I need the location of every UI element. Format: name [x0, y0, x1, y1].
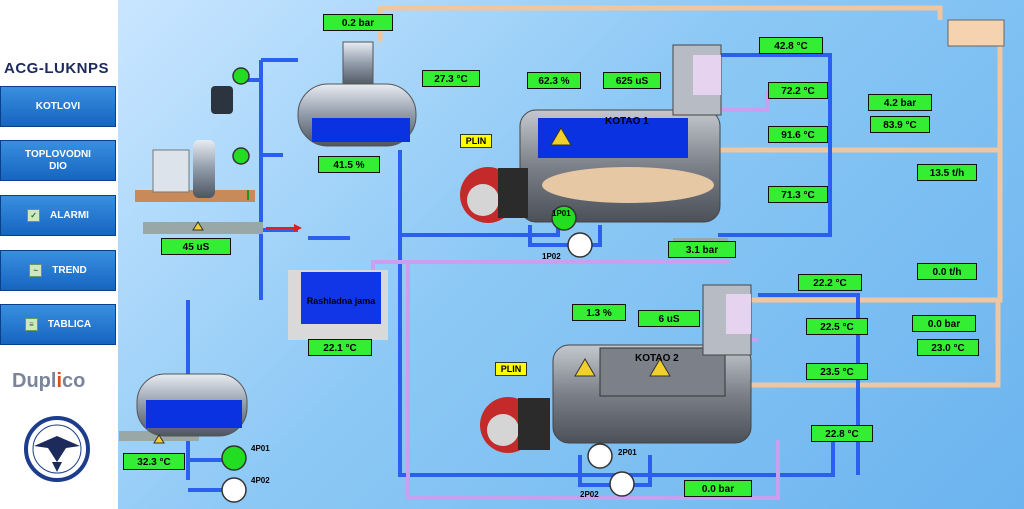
pump-4p01-label: 4P01	[251, 444, 270, 453]
value-pit-temp: 22.1 °C	[308, 339, 372, 356]
pump-2p01-label: 2P01	[618, 448, 637, 457]
value-return-temp: 23.0 °C	[917, 339, 979, 356]
nav-tablica-label: TABLICA	[47, 319, 92, 330]
value-line-pressure: 4.2 bar	[868, 94, 932, 111]
process-diagram: 0.2 bar 27.3 °C 41.5 % 62.3 % 625 uS 42.…	[118, 0, 1024, 509]
nav-alarmi-button[interactable]: ✓ ALARMI	[0, 195, 116, 236]
value-k1-level: 62.3 %	[527, 72, 581, 89]
value-k1-pressure: 3.1 bar	[668, 241, 736, 258]
value-k1-temp-1: 72.2 °C	[768, 82, 828, 99]
value-k2-temp-2: 23.5 °C	[806, 363, 868, 380]
table-icon: ≡	[24, 318, 38, 331]
nav-trend-button[interactable]: ~ TREND	[0, 250, 116, 291]
value-k1-outlet-temp: 42.8 °C	[759, 37, 823, 54]
gas-label-1: PLIN	[460, 134, 492, 148]
pump-2p02-label: 2P02	[580, 490, 599, 499]
value-k1-conductivity: 625 uS	[603, 72, 661, 89]
boiler-1-label: KOTAO 1	[605, 116, 649, 127]
pump-1p02-label: 1P02	[542, 252, 561, 261]
value-k2-level: 1.3 %	[572, 304, 626, 321]
gas-label-2: PLIN	[495, 362, 527, 376]
value-line-temp: 83.9 °C	[870, 116, 930, 133]
value-return-pressure: 0.0 bar	[912, 315, 976, 332]
nav-trend-label: TREND	[52, 265, 87, 276]
boiler-2-label: KOTAO 2	[635, 353, 679, 364]
value-tank-bottom-temp: 32.3 °C	[123, 453, 185, 470]
value-k2-pressure: 0.0 bar	[684, 480, 752, 497]
duplico-logo: Duplico	[12, 370, 86, 392]
value-level-tank-top: 41.5 %	[318, 156, 380, 173]
value-k2-outlet-temp: 22.2 °C	[798, 274, 862, 291]
value-k2-temp-1: 22.5 °C	[806, 318, 868, 335]
trend-icon: ~	[29, 264, 43, 277]
value-pressure-top: 0.2 bar	[323, 14, 393, 31]
value-k1-temp-2: 91.6 °C	[768, 126, 828, 143]
cooling-pit-label: Rashladna jama	[306, 296, 376, 306]
value-k2-conductivity: 6 uS	[638, 310, 700, 327]
nav-alarmi-label: ALARMI	[50, 210, 89, 221]
pump-1p01-label: 1P01	[552, 209, 571, 218]
sidebar: ACG-LUKNPS KOTLOVI TOPLOVODNI DIO ✓ ALARM…	[0, 0, 118, 509]
nav-toplovodni-button[interactable]: TOPLOVODNI DIO	[0, 140, 116, 181]
nav-tablica-button[interactable]: ≡ TABLICA	[0, 304, 116, 345]
nav-toplovodni-label: TOPLOVODNI DIO	[25, 148, 91, 172]
emblem-logo	[24, 416, 90, 482]
nav-kotlovi-button[interactable]: KOTLOVI	[0, 86, 116, 127]
alarm-icon: ✓	[27, 209, 41, 222]
value-flow-2: 0.0 t/h	[917, 263, 977, 280]
nav-kotlovi-label: KOTLOVI	[35, 101, 81, 112]
value-flow-1: 13.5 t/h	[917, 164, 977, 181]
company-logo: ACG-LUKNPS	[4, 60, 109, 77]
process-piping	[119, 5, 1005, 503]
pump-4p02-label: 4P02	[251, 476, 270, 485]
value-k1-temp-3: 71.3 °C	[768, 186, 828, 203]
value-k2-temp-3: 22.8 °C	[811, 425, 873, 442]
value-temp-tank-top: 27.3 °C	[422, 70, 480, 87]
value-conductivity-left: 45 uS	[161, 238, 231, 255]
